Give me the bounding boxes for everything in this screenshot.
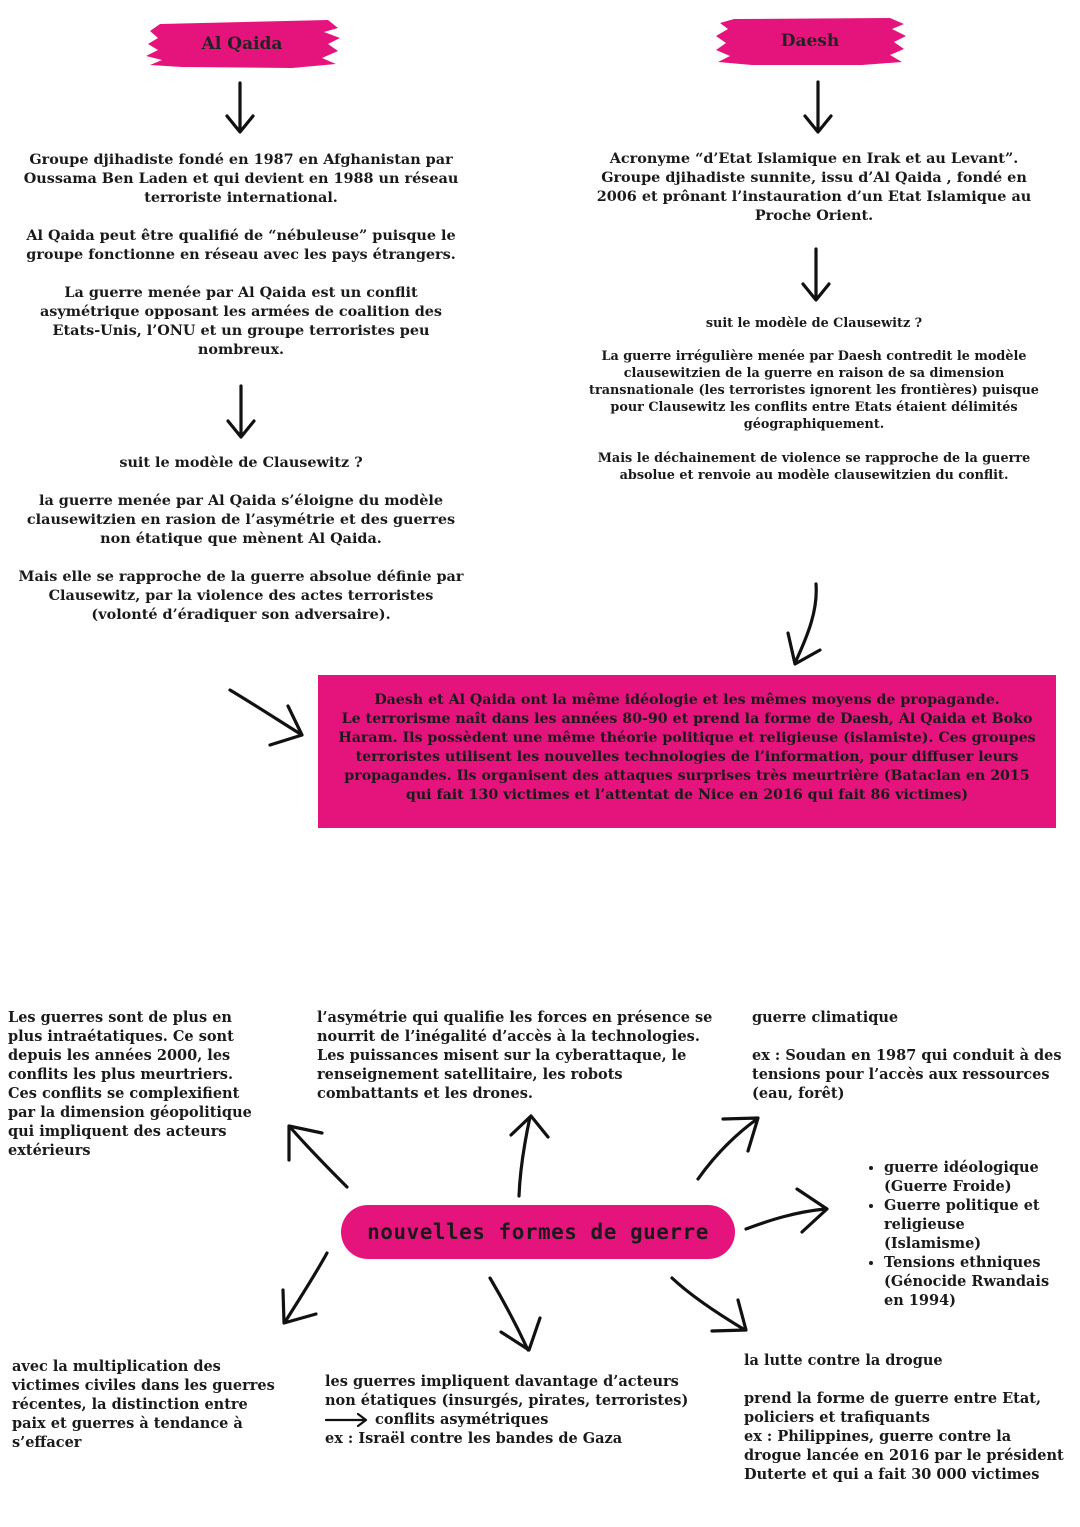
- down-arrow-icon: [225, 81, 255, 134]
- curved-arrow-icon: [786, 582, 822, 666]
- bullet-item: guerre idéologique (Guerre Froide): [884, 1158, 1062, 1196]
- non-etatiques-example: ex : Israël contre les bandes de Gaza: [325, 1430, 623, 1447]
- brush-stroke-icon: [146, 20, 340, 68]
- central-node: nouvelles formes de guerre: [341, 1205, 735, 1259]
- climatique-title: guerre climatique: [752, 1009, 899, 1026]
- al-qaida-answer-1: la guerre menée par Al Qaida s’éloigne d…: [26, 492, 456, 547]
- down-arrow-icon: [226, 384, 256, 439]
- bullet-list: guerre idéologique (Guerre Froide) Guerr…: [862, 1158, 1062, 1310]
- right-arrow-icon: [325, 1412, 368, 1427]
- al-qaida-description: Groupe djihadiste fondé en 1987 en Afgha…: [18, 150, 464, 378]
- al-qaida-title: Al Qaida: [201, 34, 283, 54]
- al-qaida-asymmetric: La guerre menée par Al Qaida est un conf…: [39, 284, 443, 358]
- arrow-to-asymetrie-icon: [509, 1114, 550, 1198]
- down-arrow-icon: [801, 247, 831, 302]
- drogue-example: ex : Philippines, guerre contre la drogu…: [744, 1428, 1064, 1483]
- bullet-item: Guerre politique et religieuse (Islamism…: [884, 1196, 1062, 1253]
- node-drogue: la lutte contre la drogue prend la forme…: [744, 1351, 1064, 1484]
- daesh-question: suit le modèle de Clausewitz ?: [705, 316, 923, 331]
- daesh-origin: Acronyme “d’Etat Islamique en Irak et au…: [596, 150, 1032, 224]
- non-etatiques-text: les guerres impliquent davantage d’acteu…: [325, 1373, 689, 1409]
- arrow-to-intra-icon: [287, 1124, 349, 1189]
- summary-box: Daesh et Al Qaida ont la même idéologie …: [318, 675, 1056, 828]
- brush-stroke-icon: [716, 18, 906, 65]
- node-intraetatiques: Les guerres sont de plus en plus intraét…: [8, 1009, 252, 1159]
- daesh-header: Daesh: [712, 15, 908, 67]
- node-non-etatiques: les guerres impliquent davantage d’acteu…: [325, 1372, 695, 1448]
- drogue-description: prend la forme de guerre entre Etat, pol…: [744, 1390, 1041, 1426]
- down-arrow-icon: [803, 80, 833, 134]
- drogue-title: la lutte contre la drogue: [744, 1352, 943, 1369]
- al-qaida-network: Al Qaida peut être qualifié de “nébuleus…: [26, 227, 456, 263]
- al-qaida-clausewitz: suit le modèle de Clausewitz ? la guerre…: [18, 453, 464, 643]
- al-qaida-origin: Groupe djihadiste fondé en 1987 en Afgha…: [23, 151, 459, 206]
- curved-arrow-icon: [228, 688, 304, 747]
- bullet-item: Tensions ethniques (Génocide Rwandais en…: [884, 1253, 1062, 1310]
- non-etatiques-consequence: conflits asymétriques: [325, 1410, 695, 1429]
- al-qaida-header: Al Qaida: [142, 18, 342, 70]
- arrow-to-ideologique-icon: [744, 1187, 829, 1234]
- daesh-clausewitz: suit le modèle de Clausewitz ? La guerre…: [580, 315, 1048, 501]
- al-qaida-question: suit le modèle de Clausewitz ?: [119, 454, 363, 471]
- daesh-title: Daesh: [780, 31, 840, 51]
- node-victimes-civiles: avec la multiplication des victimes civi…: [12, 1358, 275, 1451]
- arrow-to-non-etatiques-icon: [488, 1276, 542, 1352]
- summary-line-1: Daesh et Al Qaida ont la même idéologie …: [374, 692, 1000, 708]
- summary-line-2: Le terrorisme naît dans les années 80-90…: [338, 711, 1036, 803]
- arrow-to-victimes-icon: [281, 1251, 329, 1325]
- climatique-example: ex : Soudan en 1987 qui conduit à des te…: [752, 1047, 1062, 1102]
- al-qaida-answer-2: Mais elle se rapproche de la guerre abso…: [18, 568, 464, 623]
- central-node-label: nouvelles formes de guerre: [367, 1220, 709, 1244]
- daesh-answer-2: Mais le déchainement de violence se rapp…: [597, 451, 1031, 483]
- daesh-description: Acronyme “d’Etat Islamique en Irak et au…: [580, 149, 1048, 244]
- arrow-to-climatique-icon: [696, 1116, 760, 1181]
- daesh-answer-1: La guerre irrégulière menée par Daesh co…: [589, 349, 1039, 432]
- node-ideologique: guerre idéologique (Guerre Froide) Guerr…: [862, 1158, 1062, 1310]
- arrow-to-drogue-icon: [670, 1276, 748, 1333]
- node-asymetrie: l’asymétrie qui qualifie les forces en p…: [317, 1009, 713, 1102]
- node-climatique: guerre climatique ex : Soudan en 1987 qu…: [752, 1008, 1068, 1103]
